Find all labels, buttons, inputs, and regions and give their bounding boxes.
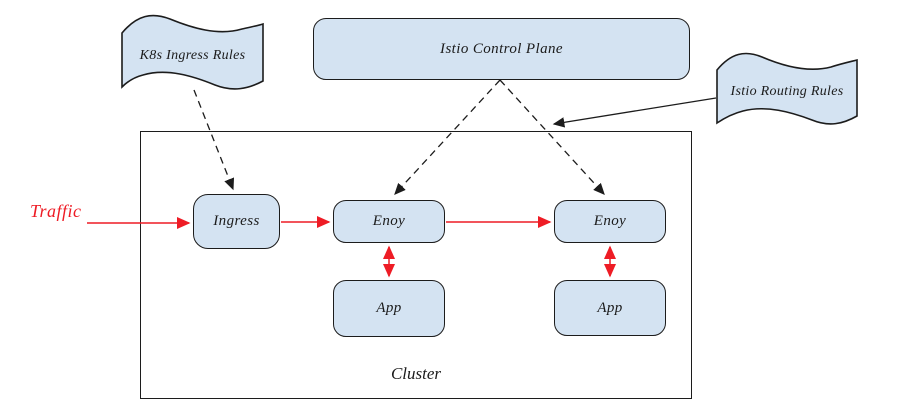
envoy-right-label: Enoy [593,213,627,229]
envoy-left-node: Enoy [333,200,445,243]
app-right-node: App [554,280,666,336]
ingress-label: Ingress [213,213,260,229]
cluster-boundary [140,131,692,399]
envoy-right-node: Enoy [554,200,666,243]
arrow-routing-rules-to-envoy-link [552,97,717,128]
istio-control-plane-node: Istio Control Plane [313,18,690,80]
cluster-label: Cluster [390,364,442,383]
envoy-left-label: Enoy [372,213,406,229]
app-left-node: App [333,280,445,337]
istio-routing-rules-label: Istio Routing Rules [730,84,844,99]
app-right-label: App [597,299,623,316]
istio-control-plane-label: Istio Control Plane [440,40,563,57]
app-left-label: App [376,300,402,316]
k8s-ingress-rules-label: K8s Ingress Rules [139,48,246,63]
ingress-node: Ingress [193,194,280,249]
traffic-label: Traffic [30,201,82,221]
